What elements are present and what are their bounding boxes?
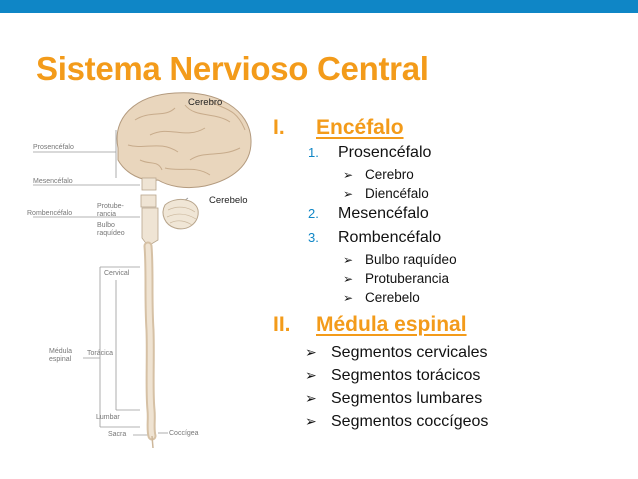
section-number: I.	[273, 116, 285, 139]
bulbo-label-2: raquídeo	[97, 230, 125, 237]
list-subitem: ➢ Cerebro	[343, 167, 414, 182]
item-number: 3.	[308, 230, 319, 245]
subitem-label: Diencéfalo	[365, 186, 429, 201]
subitem-label: Cerebelo	[365, 290, 420, 305]
list-subitem: ➢ Protuberancia	[343, 271, 449, 286]
arrow-bullet-icon: ➢	[343, 291, 354, 305]
section-encefalo: I. Encéfalo	[273, 116, 404, 140]
lumbar-label: Lumbar	[96, 414, 120, 421]
medula-label-2: espinal	[49, 356, 72, 363]
item-label: Segmentos lumbares	[331, 390, 483, 407]
arrow-bullet-icon: ➢	[305, 390, 317, 406]
bulbo-label-1: Bulbo	[97, 222, 115, 229]
item-label: Segmentos cervicales	[331, 344, 488, 361]
subitem-label: Cerebro	[365, 167, 414, 182]
list-item: ➢ Segmentos lumbares	[305, 390, 482, 408]
item-label: Prosencéfalo	[338, 144, 432, 161]
list-subitem: ➢ Diencéfalo	[343, 186, 429, 201]
prosencefalo-label: Prosencéfalo	[33, 144, 74, 151]
list-item: 1. Prosencéfalo	[308, 144, 431, 162]
protuberancia-label-2: rancia	[97, 211, 117, 218]
cervical-label: Cervical	[104, 270, 130, 277]
item-label: Rombencéfalo	[338, 229, 442, 246]
subitem-label: Protuberancia	[365, 271, 450, 286]
list-item: 3. Rombencéfalo	[308, 229, 441, 247]
item-number: 1.	[308, 145, 319, 160]
item-label: Segmentos coccígeos	[331, 413, 489, 430]
section-medula: II. Médula espinal	[273, 313, 467, 337]
arrow-bullet-icon: ➢	[343, 187, 354, 201]
arrow-bullet-icon: ➢	[343, 253, 354, 267]
protuberancia-label-1: Protube-	[97, 203, 124, 210]
list-item: ➢ Segmentos torácicos	[305, 367, 480, 385]
arrow-bullet-icon: ➢	[305, 344, 317, 360]
list-item: 2. Mesencéfalo	[308, 205, 429, 223]
toracica-label: Torácica	[87, 350, 114, 357]
section-heading: Médula espinal	[316, 313, 467, 336]
section-heading: Encéfalo	[316, 116, 404, 139]
cerebro-label: Cerebro	[188, 97, 223, 108]
cerebelo-label: Cerebelo	[209, 195, 248, 206]
slide-title: Sistema Nervioso Central	[36, 50, 429, 87]
rombencefalo-label: Rombencéfalo	[27, 210, 73, 217]
arrow-bullet-icon: ➢	[343, 272, 354, 286]
arrow-bullet-icon: ➢	[343, 168, 354, 182]
subitem-label: Bulbo raquídeo	[365, 252, 457, 267]
arrow-bullet-icon: ➢	[305, 413, 317, 429]
item-label: Mesencéfalo	[338, 205, 429, 222]
mesencefalo-label: Mesencéfalo	[33, 178, 73, 185]
medula-label-1: Médula	[49, 348, 72, 355]
section-number: II.	[273, 313, 291, 336]
item-label: Segmentos torácicos	[331, 367, 481, 384]
item-number: 2.	[308, 206, 319, 221]
list-item: ➢ Segmentos cervicales	[305, 344, 488, 362]
sacra-label: Sacra	[108, 431, 127, 438]
list-subitem: ➢ Bulbo raquídeo	[343, 252, 457, 267]
top-accent-bar	[0, 0, 638, 13]
arrow-bullet-icon: ➢	[305, 367, 317, 383]
list-item: ➢ Segmentos coccígeos	[305, 413, 488, 431]
coccigea-label: Coccígea	[169, 430, 199, 437]
list-subitem: ➢ Cerebelo	[343, 290, 420, 305]
